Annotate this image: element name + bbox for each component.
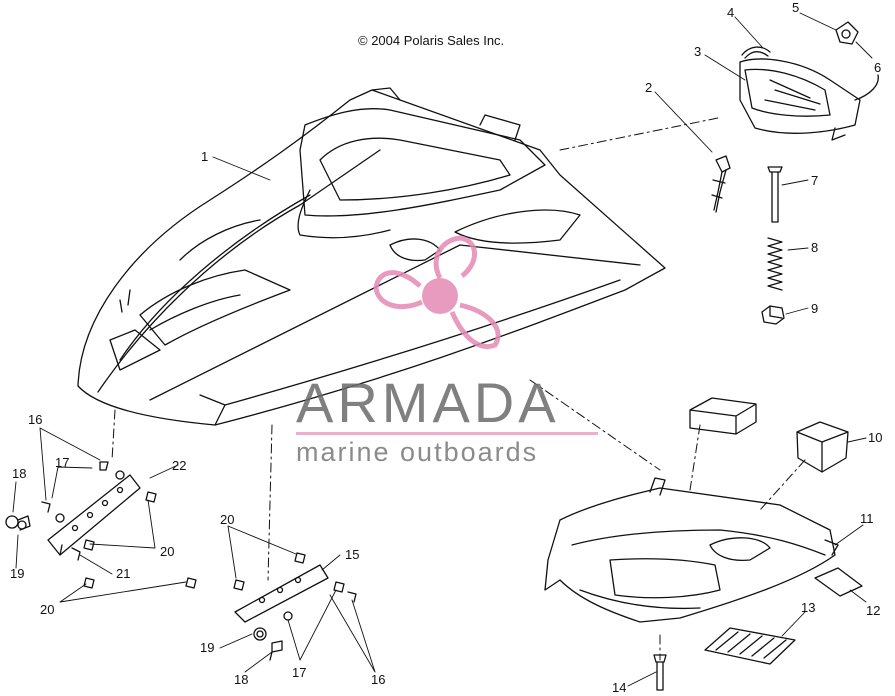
callout-12: 12: [866, 603, 880, 618]
headlight-housing: [739, 58, 879, 141]
hood-assembly: [77, 87, 666, 426]
callout-6: 6: [874, 60, 881, 75]
nut-part: [761, 305, 785, 325]
callout-13: 13: [801, 600, 815, 615]
callout-17b: 17: [292, 665, 306, 680]
label-part: [814, 567, 863, 597]
foam-block-b: [796, 421, 849, 473]
callout-7: 7: [811, 173, 818, 188]
callout-10: 10: [868, 430, 882, 445]
watermark-subtitle: marine outboards: [296, 437, 539, 467]
callout-15: 15: [345, 547, 359, 562]
callout-5: 5: [792, 0, 799, 15]
left-bracket: [47, 474, 141, 556]
center-hardware: [185, 552, 357, 661]
callout-20a: 20: [160, 544, 174, 559]
screw-part: [653, 654, 667, 691]
lower-pan: [544, 477, 839, 623]
foam-block-a: [689, 397, 757, 435]
callout-19b: 19: [200, 640, 214, 655]
callout-17a: 17: [55, 455, 69, 470]
callout-3: 3: [694, 44, 701, 59]
callout-1: 1: [201, 149, 208, 164]
callout-20b: 20: [40, 602, 54, 617]
callout-labels: 1 2 3 4 5 6 7 8 9 10 11 12 13 14 15 16 1…: [10, 0, 882, 695]
callout-leaders: [12, 12, 873, 687]
callout-9: 9: [811, 301, 818, 316]
callout-11: 11: [860, 511, 874, 526]
leader-lines: [111, 117, 806, 661]
wire-harness-part: [711, 155, 731, 213]
callout-18a: 18: [12, 466, 26, 481]
grille-part: [704, 627, 796, 665]
copyright-notice: © 2004 Polaris Sales Inc.: [358, 33, 505, 48]
callout-8: 8: [811, 240, 818, 255]
left-hardware: [5, 461, 157, 589]
propeller-logo: [373, 235, 501, 349]
callout-16b: 16: [371, 672, 385, 687]
pin-part: [767, 166, 783, 223]
callout-16a: 16: [28, 412, 42, 427]
callout-18b: 18: [234, 672, 248, 687]
callout-21: 21: [116, 566, 130, 581]
bulb-clip: [741, 46, 771, 59]
callout-4: 4: [727, 5, 734, 20]
bulb-part: [835, 21, 859, 45]
callout-22: 22: [172, 458, 186, 473]
watermark-rule: [296, 432, 598, 435]
watermark-title: ARMADA: [296, 371, 560, 434]
spring-part: [767, 237, 783, 291]
callout-2: 2: [645, 80, 652, 95]
callout-14: 14: [612, 680, 626, 695]
center-bracket: [234, 564, 329, 623]
callout-19a: 19: [10, 566, 24, 581]
callout-20c: 20: [220, 512, 234, 527]
